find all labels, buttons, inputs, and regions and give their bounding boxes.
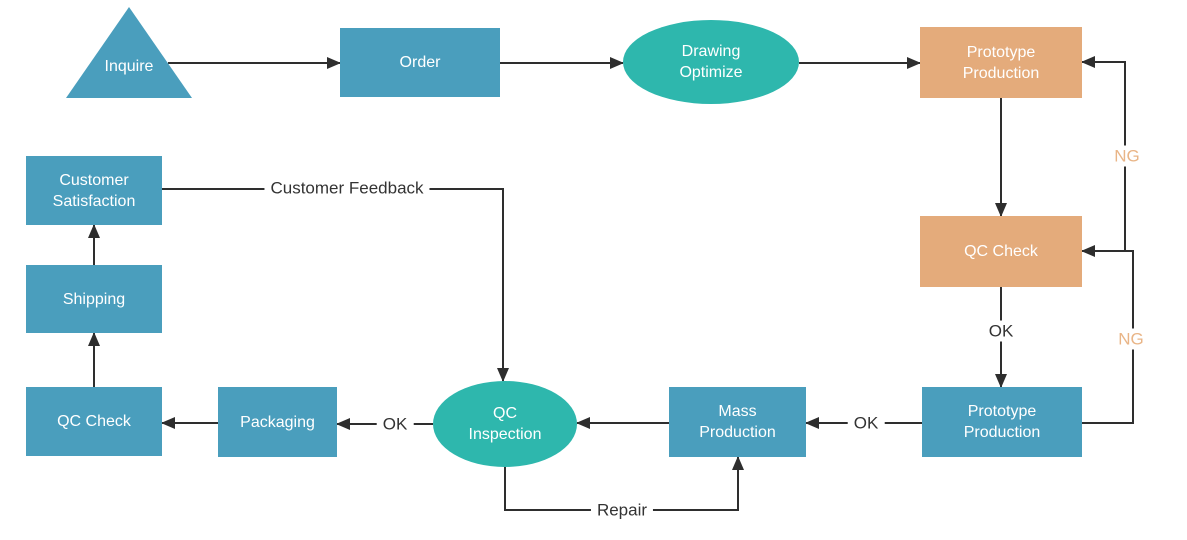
edge-label-ok-1: OK (982, 320, 1020, 342)
node-prototype-production-1-label: Prototype (966, 43, 1036, 61)
node-drawing-optimize-label: Optimize (679, 64, 743, 81)
node-packaging-label: Packaging (240, 413, 315, 431)
node-qc-check-left: QC Check (26, 387, 162, 456)
node-mass-production-label: Mass (718, 403, 757, 420)
node-prototype-production-2-label: Prototype (967, 403, 1037, 420)
node-qc-check-right-label: QC Check (964, 243, 1038, 260)
node-qc-check-left-label: QC Check (57, 413, 131, 430)
node-drawing-optimize-label: Drawing (681, 43, 741, 60)
node-order-label: Order (399, 54, 441, 71)
node-qc-inspection: QC Inspection (433, 381, 577, 467)
node-mass-production-label: Production (699, 424, 776, 441)
node-shipping-label: Shipping (62, 290, 126, 308)
edge-label-repair: Repair (590, 499, 654, 521)
edge-label-ng-2: NG (1112, 328, 1150, 350)
edge-label-ok-3: OK (376, 413, 414, 435)
node-prototype-production-1-label: Production (962, 64, 1040, 82)
edge-label-ok-2: OK (847, 412, 885, 434)
node-inquire-label: Inquire (104, 58, 154, 75)
node-customer-satisfaction-label: Satisfaction (52, 192, 136, 210)
edge-label-ng-1: NG (1108, 145, 1146, 167)
node-prototype-production-2-label: Production (963, 424, 1041, 441)
node-qc-inspection-label: Inspection (468, 426, 542, 443)
node-packaging: Packaging (218, 387, 337, 457)
node-customer-satisfaction-label: Customer (59, 171, 129, 189)
node-order: Order (340, 28, 500, 97)
edge-label-customer-feedback: Customer Feedback (264, 177, 430, 199)
node-qc-inspection-label: QC (493, 405, 517, 422)
node-qc-check-right: QC Check (920, 216, 1082, 287)
edge-customer-feedback-line (162, 188, 509, 382)
edge-ng-1-line (1081, 56, 1126, 251)
node-shipping: Shipping (26, 265, 162, 333)
